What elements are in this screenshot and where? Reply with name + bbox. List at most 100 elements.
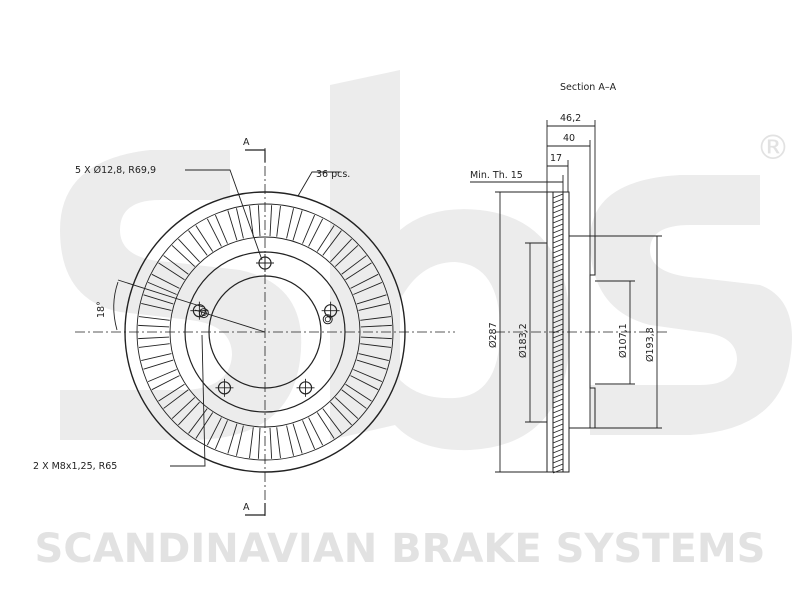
- vane-line: [316, 412, 335, 439]
- hatch-line: [552, 313, 564, 319]
- vane-line: [249, 427, 254, 459]
- vane-line: [334, 397, 359, 419]
- hatch-line: [552, 278, 564, 284]
- vane-line: [356, 294, 387, 305]
- vane-line: [292, 423, 303, 454]
- hatch-line: [552, 268, 564, 274]
- hatch-line: [552, 228, 564, 234]
- threaded-holes: [198, 308, 333, 325]
- hatch-line: [552, 273, 564, 279]
- dim-total-width: 46,2: [560, 113, 581, 124]
- hatch-line: [552, 358, 564, 364]
- vane-line: [353, 281, 383, 295]
- hatch-line: [552, 423, 564, 429]
- vane-line: [360, 324, 392, 328]
- vane-line: [236, 425, 244, 456]
- vane-line: [308, 218, 324, 247]
- vane-line: [214, 420, 228, 450]
- hatch-line: [552, 393, 564, 399]
- vane-line: [138, 316, 170, 321]
- vane-hatching: [552, 193, 564, 474]
- hatch-line: [552, 283, 564, 289]
- disc-front-view: A A 18° 5 X Ø12,8, R69,9 36 pcs. 2 X M8x…: [33, 137, 455, 516]
- vane-line: [147, 281, 177, 295]
- vane-line: [147, 369, 177, 383]
- hatch-line: [552, 213, 564, 219]
- hatch-line: [552, 353, 564, 359]
- vane-line: [350, 273, 379, 289]
- vane-line: [345, 262, 372, 281]
- vane-line: [141, 353, 172, 361]
- vane-line: [316, 225, 335, 252]
- vane-line: [358, 303, 389, 311]
- hatch-line: [552, 443, 564, 449]
- disc-section-view: Section A–A 46,2 40 17 Min. Th. 15 Ø287: [470, 82, 670, 474]
- vane-line: [257, 427, 261, 459]
- vane-line: [206, 218, 222, 247]
- threaded-hole-inner: [200, 310, 207, 317]
- vane-line: [188, 230, 208, 256]
- vane-line: [292, 210, 303, 241]
- vane-line: [286, 425, 294, 456]
- cooling-vanes: [138, 205, 392, 459]
- vane-line: [257, 205, 261, 237]
- hatch-line: [552, 208, 564, 214]
- vane-line: [302, 420, 316, 450]
- hatch-line: [552, 418, 564, 424]
- dia-107-label: Ø107,1: [618, 323, 629, 358]
- threaded-hole: [198, 308, 209, 319]
- vane-line: [227, 423, 238, 454]
- hatch-line: [552, 318, 564, 324]
- dia-183-label: Ø183,2: [518, 323, 529, 358]
- hatch-line: [552, 198, 564, 204]
- hatch-line: [552, 433, 564, 439]
- hatch-line: [552, 463, 564, 469]
- angle-leg-1: [117, 279, 204, 308]
- vane-line: [269, 205, 273, 237]
- hatch-line: [552, 303, 564, 309]
- vane-line: [330, 238, 352, 263]
- vane-line: [143, 294, 174, 305]
- vane-line: [350, 375, 379, 391]
- vane-line: [236, 208, 244, 239]
- threaded-hole-inner: [324, 316, 331, 323]
- vane-line: [163, 255, 189, 275]
- hatch-line: [552, 378, 564, 384]
- hatch-line: [552, 293, 564, 299]
- vane-line: [138, 336, 170, 340]
- angle-label: 18°: [96, 301, 107, 318]
- hatch-line: [552, 223, 564, 229]
- hatch-line: [552, 243, 564, 249]
- hatch-line: [552, 263, 564, 269]
- hatch-line: [552, 323, 564, 329]
- vane-line: [341, 255, 367, 275]
- vane-line: [206, 417, 222, 446]
- vane-line: [353, 369, 383, 383]
- hatch-line: [552, 458, 564, 464]
- vane-line: [341, 389, 367, 409]
- hatch-line: [552, 438, 564, 444]
- vanes-label: 36 pcs.: [316, 169, 350, 180]
- dim-width-40: 40: [563, 133, 575, 144]
- hatch-line: [552, 403, 564, 409]
- angle-arc: [113, 281, 119, 331]
- hatch-line: [552, 308, 564, 314]
- hatch-line: [552, 363, 564, 369]
- dia-outer-label: Ø287: [488, 322, 499, 348]
- vane-line: [151, 375, 180, 391]
- hatch-line: [552, 428, 564, 434]
- dia-193-label: Ø193,8: [645, 327, 656, 362]
- hatch-line: [552, 348, 564, 354]
- bolt-holes: [190, 254, 340, 397]
- vane-line: [308, 417, 324, 446]
- threaded-holes-leader: [170, 334, 206, 467]
- vane-line: [163, 389, 189, 409]
- hatch-line: [552, 408, 564, 414]
- hatch-line: [552, 298, 564, 304]
- hatch-line: [552, 388, 564, 394]
- vane-line: [276, 427, 281, 459]
- hatch-line: [552, 203, 564, 209]
- hatch-line: [552, 193, 564, 199]
- hatch-line: [552, 338, 564, 344]
- section-marker-bottom: [245, 503, 266, 516]
